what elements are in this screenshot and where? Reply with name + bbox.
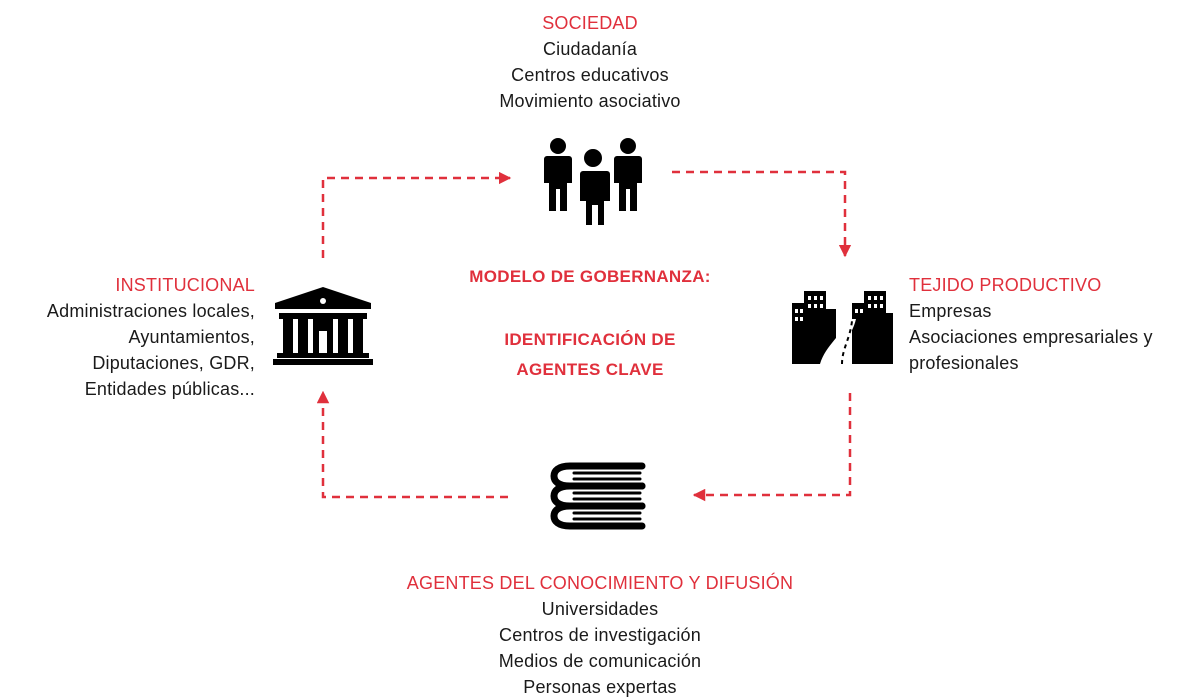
sociedad-item: Centros educativos: [511, 65, 669, 85]
conocimiento-item: Centros de investigación: [499, 625, 701, 645]
arrow-tejido-to-conocimiento: [692, 393, 852, 502]
center-subtitle: IDENTIFICACIÓN DE AGENTES CLAVE: [420, 325, 760, 385]
conocimiento-item: Universidades: [541, 599, 659, 619]
sociedad-heading: SOCIEDAD: [542, 13, 638, 33]
institucional-item: Entidades públicas...: [84, 379, 255, 399]
center-title-line: AGENTES CLAVE: [516, 360, 664, 379]
arrow-conocimiento-to-institucional: [316, 390, 508, 499]
institucional-heading: INSTITUCIONAL: [115, 275, 255, 295]
tejido-heading: TEJIDO PRODUCTIVO: [909, 275, 1102, 295]
institucional-block: INSTITUCIONAL Administraciones locales, …: [0, 272, 255, 402]
institucional-item: Diputaciones, GDR,: [92, 353, 255, 373]
tejido-item: Asociaciones empresariales y: [909, 327, 1153, 347]
sociedad-block: SOCIEDAD Ciudadanía Centros educativos M…: [440, 10, 740, 114]
tejido-block: TEJIDO PRODUCTIVO Empresas Asociaciones …: [909, 272, 1189, 376]
conocimiento-item: Medios de comunicación: [498, 651, 702, 671]
people-icon: [544, 138, 642, 227]
sociedad-item: Movimiento asociativo: [499, 91, 681, 111]
conocimiento-item: Personas expertas: [523, 677, 677, 697]
books-icon: [550, 462, 646, 530]
arrow-sociedad-to-tejido: [672, 170, 852, 258]
conocimiento-heading: AGENTES DEL CONOCIMIENTO Y DIFUSIÓN: [406, 573, 794, 593]
tejido-item: Empresas: [909, 301, 992, 321]
institucional-item: Ayuntamientos,: [128, 327, 255, 347]
center-title: MODELO DE GOBERNANZA:: [420, 262, 760, 292]
sociedad-item: Ciudadanía: [542, 39, 638, 59]
institucional-item: Administraciones locales,: [46, 301, 255, 321]
center-title-line: MODELO DE GOBERNANZA:: [469, 267, 711, 286]
conocimiento-block: AGENTES DEL CONOCIMIENTO Y DIFUSIÓN Univ…: [340, 570, 860, 700]
tejido-item: profesionales: [909, 353, 1019, 373]
arrow-institucional-to-sociedad: [321, 171, 512, 258]
city-road-icon: [792, 291, 893, 364]
institution-building-icon: [273, 287, 373, 365]
center-title-line: IDENTIFICACIÓN DE: [504, 330, 676, 349]
